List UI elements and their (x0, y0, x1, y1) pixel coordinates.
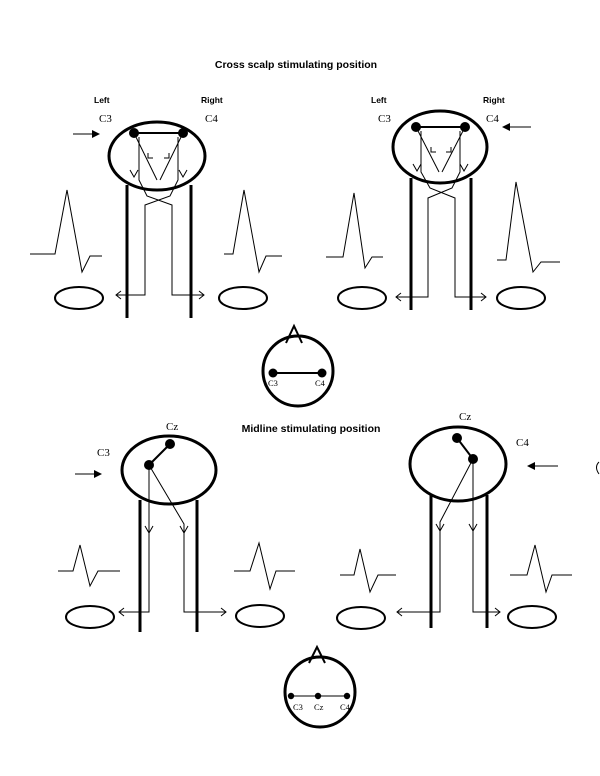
right-out-arrow-4 (494, 607, 501, 617)
right-mep-trace-4 (510, 544, 572, 594)
diag-tract-d (441, 126, 466, 173)
left-mep-trace-3 (58, 544, 120, 588)
right-down-arrow-3 (179, 525, 189, 535)
left-label-2: Left (371, 95, 387, 105)
right-mep-trace-2 (497, 181, 560, 274)
right-cross-tract (116, 137, 179, 296)
left-tract (119, 465, 150, 613)
top-section-title: Cross scalp stimulating position (215, 59, 377, 71)
legend-head-outline (261, 334, 335, 408)
c4-label-2: C4 (486, 113, 499, 125)
diag-tract-b (159, 132, 184, 181)
legend-c4-label-2: C4 (340, 702, 351, 712)
cz-electrode (165, 439, 175, 449)
right-out-arrow-2 (480, 292, 487, 302)
c3-label-2: C3 (378, 113, 391, 125)
legend-c4-electrode-2 (343, 692, 351, 700)
diag-tract-c (415, 126, 440, 173)
right-out-arrow (198, 290, 205, 300)
legend-c4-label: C4 (315, 378, 326, 388)
right-label: Right (201, 95, 223, 105)
nose (285, 323, 303, 344)
right-down-arrow-4 (468, 523, 478, 533)
left-muscle-4 (336, 606, 386, 630)
right-cross-tract-2 (396, 131, 461, 298)
left-down-arrow (129, 169, 139, 179)
top-left-panel: Left Right C3 C4 (30, 95, 282, 318)
right-muscle-3 (235, 604, 285, 628)
edge-artifact (596, 461, 600, 475)
head-outline-2 (391, 109, 489, 185)
left-out-arrow (115, 290, 122, 300)
left-out-arrow-3 (118, 607, 125, 617)
bottom-right-panel: Cz C4 (336, 411, 572, 630)
c4-label: C4 (205, 113, 218, 125)
right-muscle-4 (507, 605, 557, 629)
legend-c3-electrode-2 (287, 692, 295, 700)
right-out-arrow-3 (220, 607, 227, 617)
left-mep-trace (30, 189, 102, 274)
c4-label-3: C4 (516, 437, 529, 449)
left-cross-tract (138, 137, 204, 296)
legend-c3-label: C3 (268, 378, 278, 388)
bottom-section-title: Midline stimulating position (242, 423, 381, 435)
cz-electrode-2 (452, 433, 462, 443)
inner-arrow-c (430, 147, 436, 153)
right-tract (148, 464, 226, 613)
left-mep-trace-2 (326, 192, 383, 270)
left-muscle (54, 286, 104, 310)
cz-label: Cz (166, 421, 178, 433)
legend-c3-label-2: C3 (293, 702, 303, 712)
legend-c3-electrode (268, 368, 278, 378)
left-out-arrow-4 (396, 607, 403, 617)
left-tract-2 (397, 458, 474, 613)
right-down-arrow (178, 169, 188, 179)
left-label: Left (94, 95, 110, 105)
inner-arrow-d (446, 147, 452, 153)
right-mep-trace (224, 189, 282, 274)
c3-label: C3 (99, 113, 112, 125)
right-tract-2 (472, 459, 500, 613)
left-mep-trace-4 (340, 548, 396, 594)
nose-2 (308, 644, 326, 664)
right-mep-trace-3 (234, 541, 295, 591)
left-down-arrow-3 (144, 525, 154, 535)
legend-cz-electrode (314, 692, 322, 700)
left-cross-tract-2 (420, 131, 486, 298)
right-muscle-2 (496, 286, 546, 310)
left-down-arrow-2 (412, 163, 422, 173)
bottom-left-panel: C3 Cz (58, 421, 295, 632)
diag-tract-a (133, 132, 158, 181)
left-muscle-3 (65, 605, 115, 629)
inner-arrow-a (147, 153, 153, 159)
head-outline-4 (408, 425, 508, 503)
cz-label-2: Cz (459, 411, 471, 423)
top-right-panel: Left Right C3 C4 (326, 95, 560, 310)
head-outline-3 (120, 434, 218, 506)
head-outline (107, 120, 207, 192)
legend-cz-label: Cz (314, 702, 324, 712)
left-out-arrow-2 (395, 292, 402, 302)
right-down-arrow-2 (459, 163, 469, 173)
right-label-2: Right (483, 95, 505, 105)
midline-legend-head: C3 Cz C4 (283, 644, 357, 729)
legend-head-outline-2 (283, 655, 357, 729)
legend-c4-electrode (317, 368, 327, 378)
cross-scalp-legend-head: C3 C4 (261, 323, 335, 408)
c3-label-3: C3 (97, 447, 110, 459)
left-muscle-2 (337, 286, 387, 310)
right-muscle (218, 286, 268, 310)
inner-arrow-b (164, 153, 170, 159)
left-down-arrow-4 (435, 523, 445, 533)
